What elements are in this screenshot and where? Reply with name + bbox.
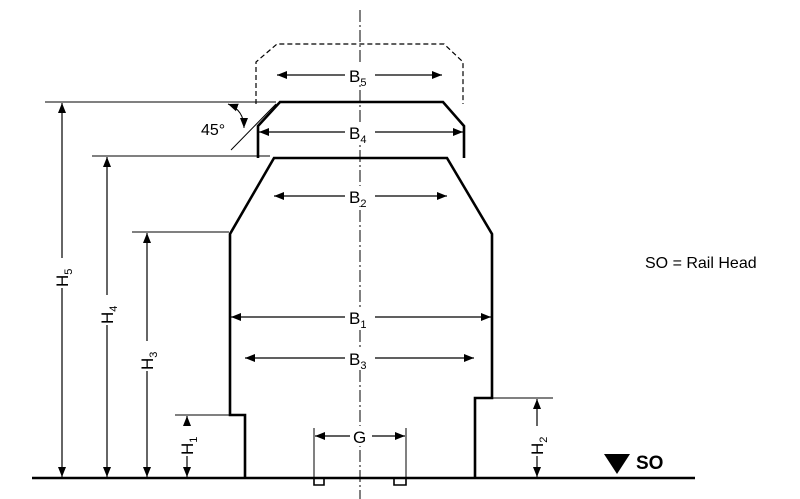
h2-label: H2 [528, 437, 550, 455]
angle-label: 45° [201, 122, 225, 139]
upper-dashed-outline [255, 43, 464, 104]
h4-label: H4 [98, 306, 120, 324]
h3-label-bg [137, 341, 157, 371]
b4-label: B4 [349, 124, 366, 146]
b1-label-bg [345, 307, 375, 327]
h2-label-bg [527, 426, 547, 456]
b5-label: B5 [349, 67, 366, 89]
h5-label: H5 [53, 269, 75, 287]
so-marker-label: SO [636, 453, 663, 474]
upper-profile [256, 100, 466, 158]
g-label-bg [350, 426, 372, 446]
b2-label: B2 [349, 188, 366, 210]
h1-label: H1 [178, 437, 200, 455]
b2-label-bg [345, 186, 375, 206]
h4-label-bg [97, 295, 117, 325]
so-triangle-icon [604, 454, 630, 474]
b1-label: B1 [349, 309, 366, 331]
g-notch [313, 478, 407, 486]
gauge-profile [228, 156, 494, 478]
rail-head-note: SO = Rail Head [645, 255, 757, 272]
g-label: G [353, 428, 366, 447]
angle-arc [227, 103, 248, 129]
b3-label: B3 [349, 350, 366, 372]
b4-label-bg [345, 122, 375, 142]
h1-label-bg [177, 426, 197, 456]
h5-label-bg [52, 258, 72, 288]
b3-label-bg [345, 348, 375, 368]
angle-ref-line [230, 103, 277, 151]
h3-label: H3 [138, 352, 160, 370]
b5-label-bg [345, 65, 375, 85]
